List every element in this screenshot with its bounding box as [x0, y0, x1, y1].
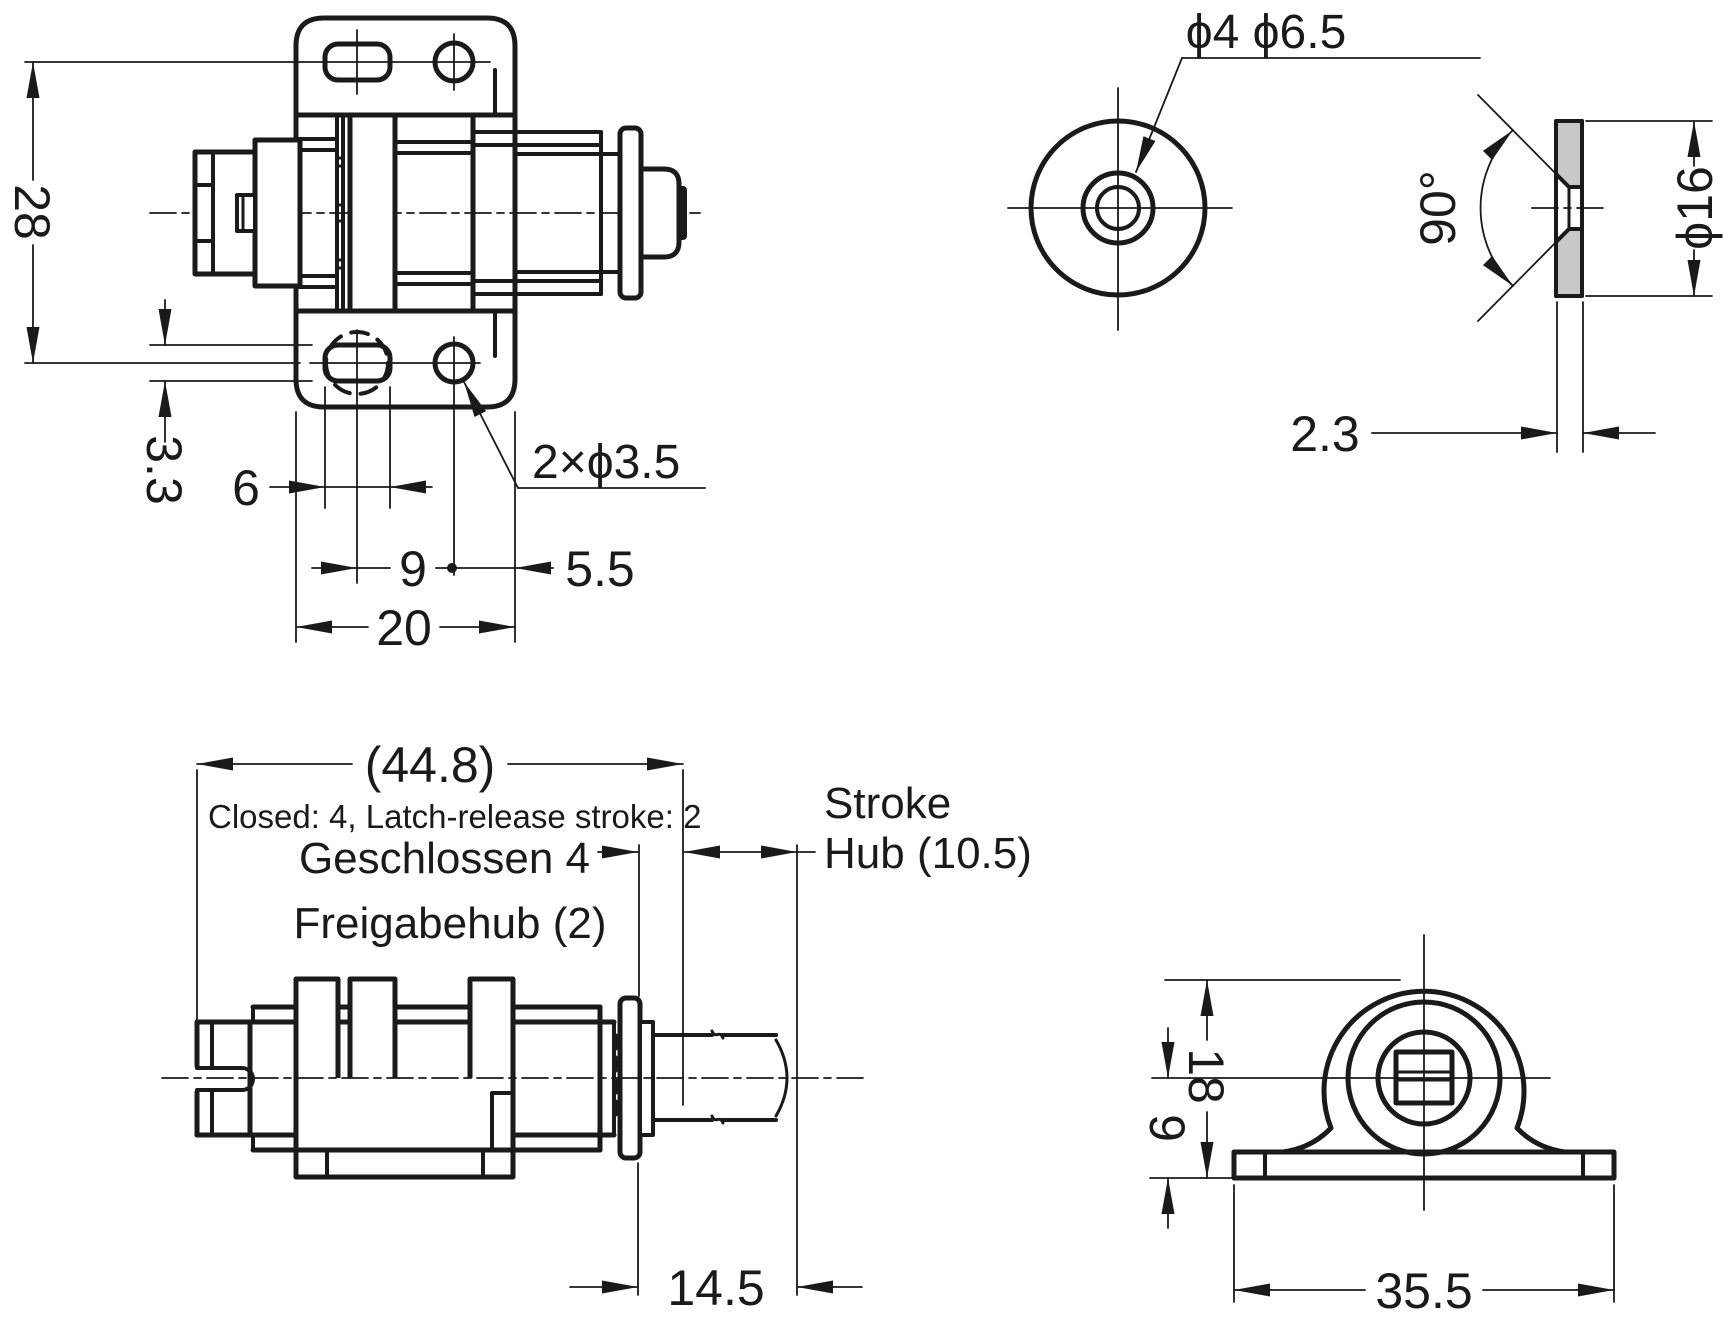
dim-text-35-5: 35.5 — [1375, 1263, 1472, 1319]
dim-18: 18 — [1149, 979, 1401, 1179]
dim-9-end: 9 — [1139, 1027, 1195, 1229]
washer-side — [1531, 119, 1607, 453]
dim-text-9: 9 — [399, 541, 427, 597]
label-phi4-phi6-5: ϕ4 ϕ6.5 — [1135, 6, 1481, 173]
dim-geschlossen: Geschlossen 4 — [299, 834, 640, 997]
dim-6: 6 — [232, 386, 433, 516]
view-end-bracket: 18 9 35.5 — [1139, 934, 1617, 1319]
dim-text-9-end: 9 — [1139, 1114, 1195, 1142]
dim-text-90deg: 90° — [1410, 170, 1466, 246]
label-stroke-en: Stroke — [824, 779, 951, 828]
dim-text-18: 18 — [1178, 1048, 1234, 1104]
plunger-end-face — [678, 186, 687, 240]
dim-text-3-3: 3.3 — [136, 435, 192, 505]
dim-28: 28 — [4, 61, 491, 364]
dim-text-phi4-phi6-5: ϕ4 ϕ6.5 — [1186, 6, 1347, 59]
dim-phi16: ϕ16 — [1585, 120, 1723, 297]
label-stroke-de: Hub (10.5) — [824, 829, 1032, 878]
dim-text-phi16: ϕ16 — [1667, 166, 1723, 250]
view-side-latch: (44.8) Closed: 4, Latch-release stroke: … — [161, 737, 1032, 1316]
washer-front — [1007, 87, 1233, 331]
label-geschlossen: Geschlossen 4 — [299, 834, 590, 883]
dim-text-6: 6 — [232, 460, 260, 516]
note-closed-stroke: Closed: 4, Latch-release stroke: 2 — [208, 798, 701, 835]
dim-9-and-5-5: 9 5.5 — [311, 541, 635, 597]
latch-plunger-front — [617, 125, 687, 301]
dim-hub-stroke: Stroke Hub (10.5) — [683, 779, 1032, 1296]
dim-text-5-5: 5.5 — [565, 541, 635, 597]
dim-44-8: (44.8) — [196, 737, 684, 1106]
dim-text-28: 28 — [4, 184, 60, 240]
label-freigabehub: Freigabehub (2) — [293, 899, 606, 948]
view-strike-washer: ϕ4 ϕ6.5 90° ϕ16 — [1007, 6, 1723, 462]
mounting-tab-top — [293, 15, 518, 118]
plunger-tip — [774, 1038, 789, 1118]
view-front-latch: 28 3.3 6 9 5.5 — [4, 15, 706, 656]
foot-plate — [293, 1147, 516, 1180]
dim-35-5: 35.5 — [1233, 1184, 1615, 1319]
dim-text-2-3: 2.3 — [1290, 406, 1360, 462]
pawl-tab — [235, 193, 257, 233]
fork-slot — [195, 1066, 255, 1092]
dim-20: 20 — [295, 411, 516, 656]
dim-3-3: 3.3 — [136, 299, 313, 505]
latch-rear-actuator — [192, 137, 303, 289]
dim-text-2x-3-5: 2×ϕ3.5 — [532, 436, 680, 489]
dim-2-3: 2.3 — [1290, 406, 1656, 462]
housing-lower — [296, 1078, 513, 1150]
dim-14-5: 14.5 — [569, 1162, 863, 1316]
dim-text-20: 20 — [376, 600, 432, 656]
dim-text-14-5: 14.5 — [667, 1260, 764, 1316]
label-2x-3-5: 2×ϕ3.5 — [463, 381, 706, 489]
dim-90deg: 90° — [1410, 94, 1570, 322]
dim-text-44-8: (44.8) — [365, 737, 496, 793]
